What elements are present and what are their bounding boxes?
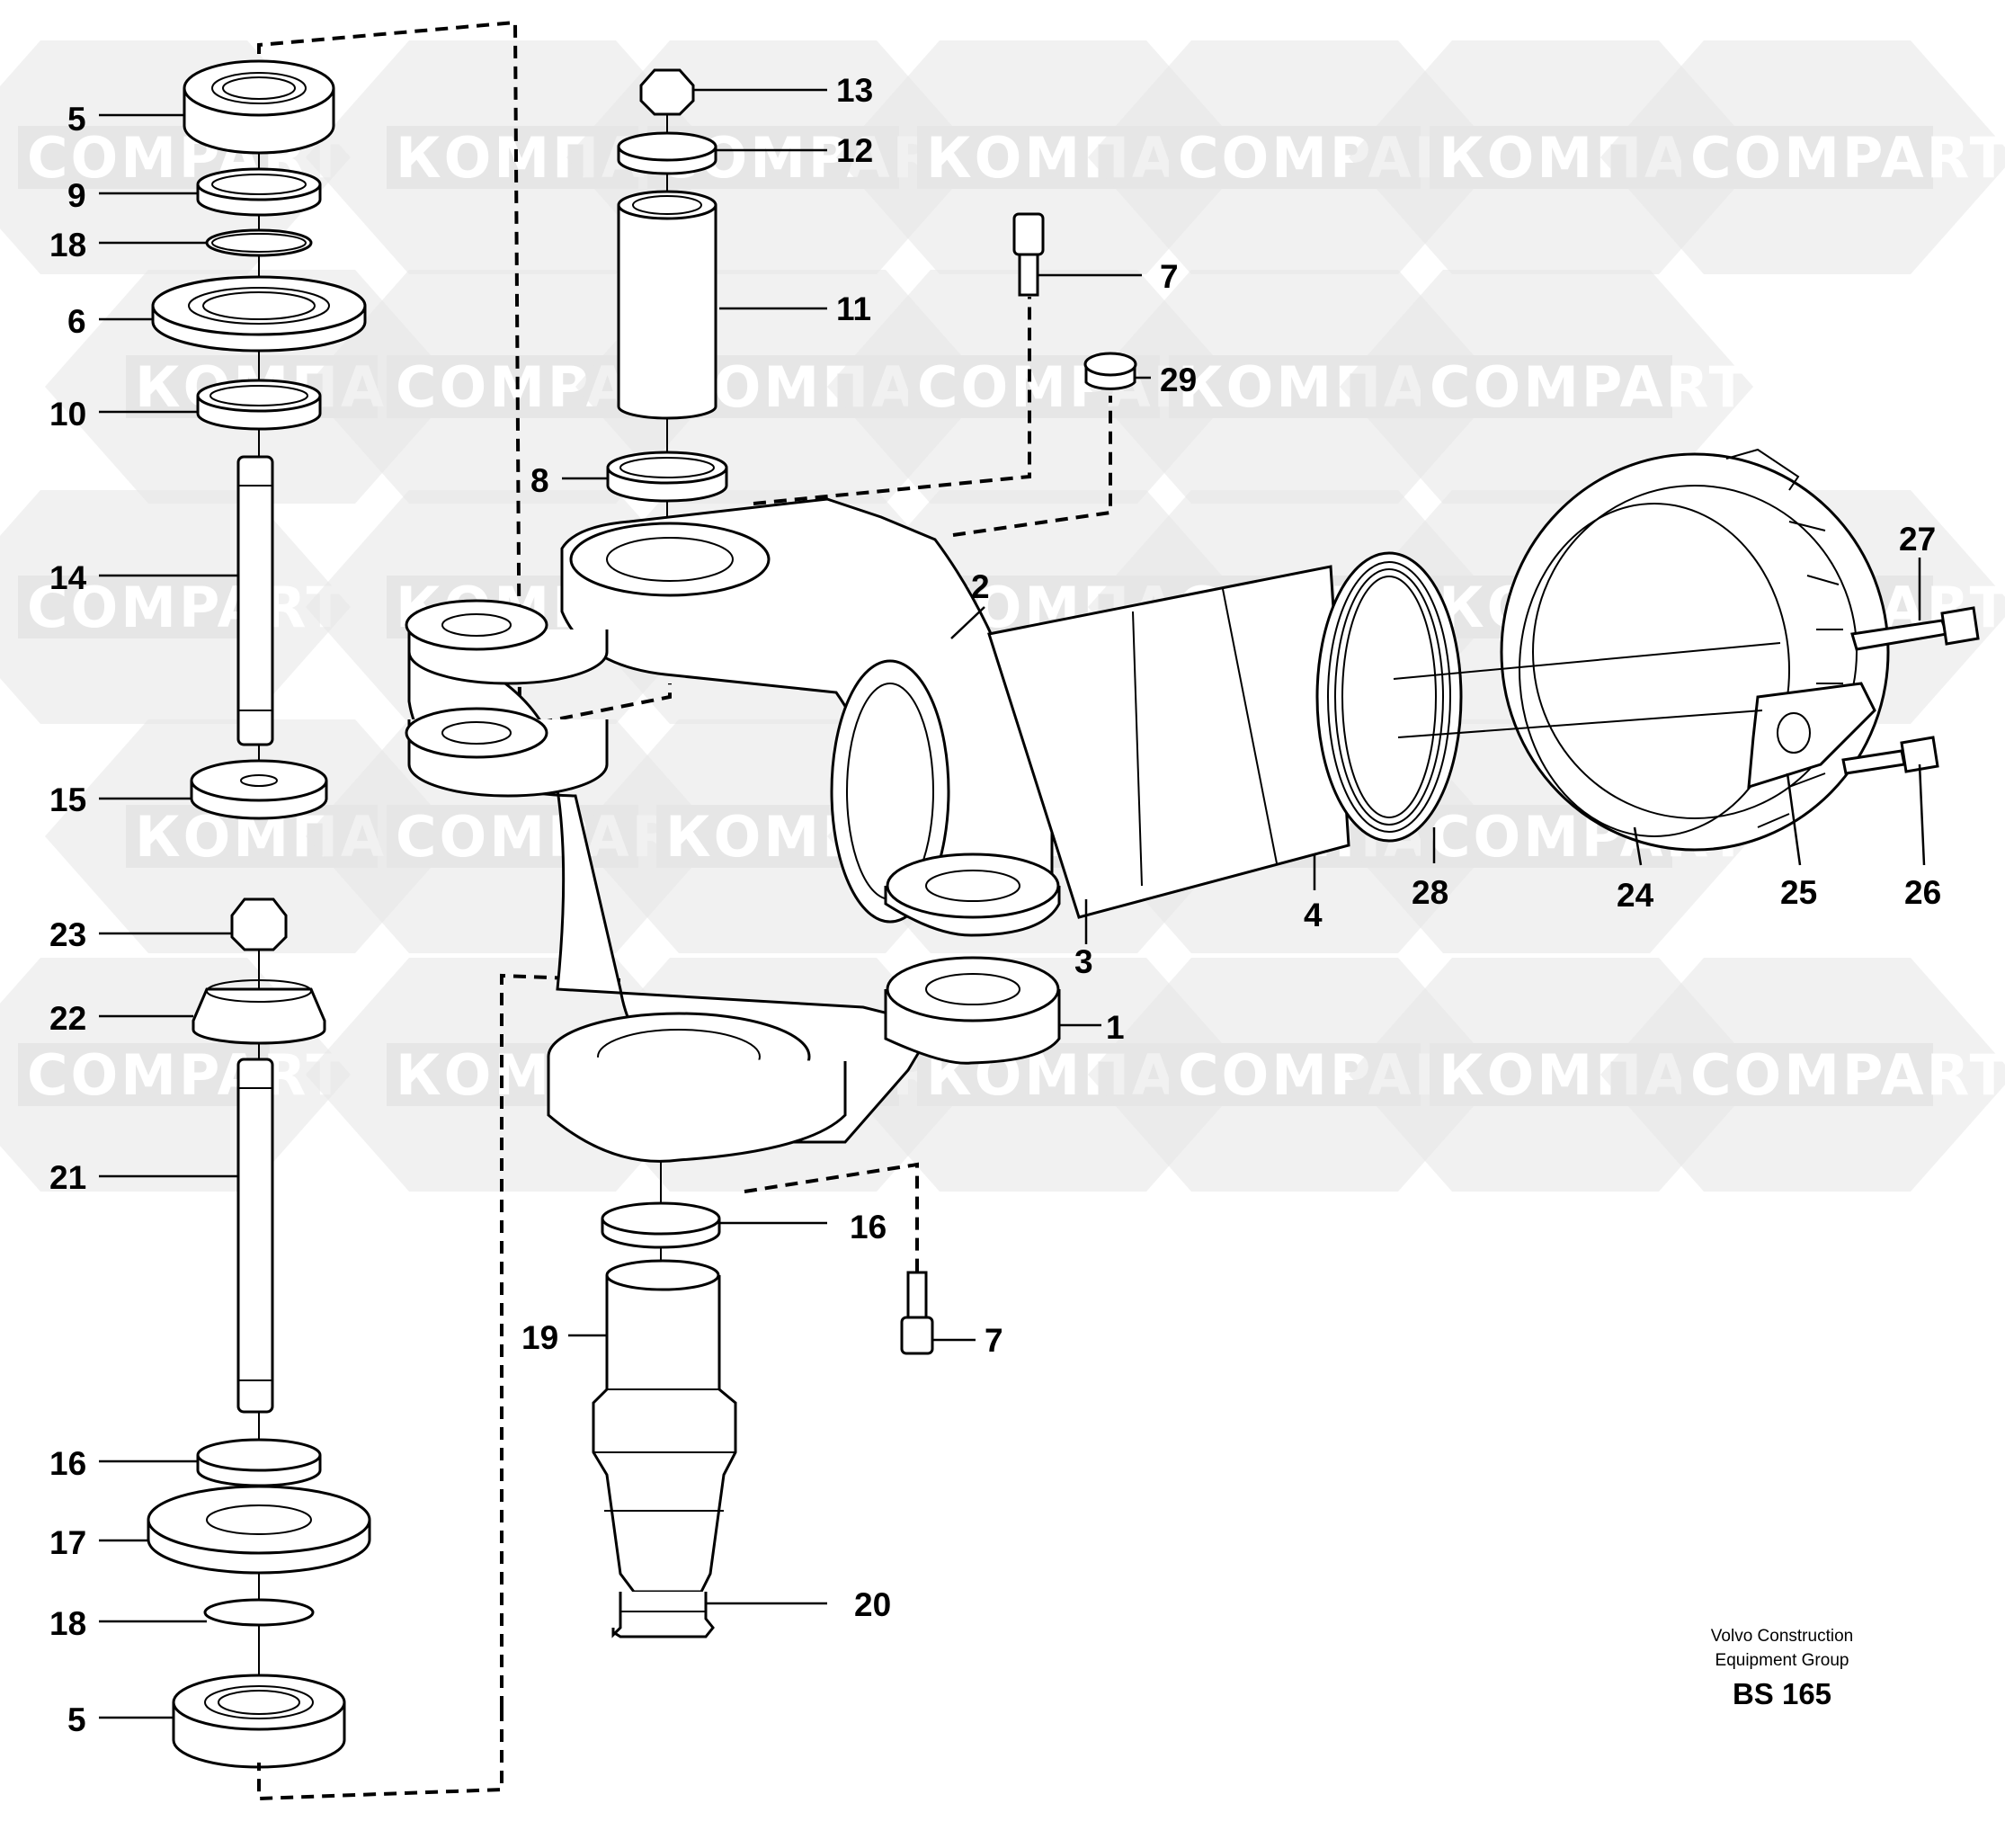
seal-10 [196,379,322,431]
flange-6 [151,275,367,353]
watermark-text: COMPART [1690,1042,2005,1108]
callout-2: 2 [971,568,990,605]
seal-16-left [196,1438,322,1487]
callout-13: 13 [836,72,873,109]
washer-22 [192,979,326,1045]
bearing-5-top [183,59,335,155]
callout-22: 22 [49,1000,86,1037]
callout-3: 3 [1074,943,1093,980]
nut-13 [639,68,695,116]
left-upper-stack [151,59,367,820]
flange-17 [147,1485,371,1575]
credit-line-1: Volvo Construction [1711,1627,1853,1646]
watermark-text: COMPART [27,575,347,640]
steering-knuckle-1 [405,497,1061,1163]
callout-29: 29 [1160,362,1197,398]
callout-8: 8 [530,462,549,499]
bearing-5-bottom [172,1674,346,1769]
o-ring-18-bottom [203,1598,315,1627]
king-pin-19 [592,1259,737,1594]
callout-20: 20 [854,1586,891,1623]
callout-7-top: 7 [1160,258,1179,295]
stud-21 [236,1058,274,1414]
callout-10: 10 [49,396,86,433]
callout-18-top: 18 [49,227,86,263]
center-lower-stack [592,1160,737,1638]
callout-16-center: 16 [850,1209,887,1245]
watermark-text: COMPART [1690,125,2005,191]
callout-11: 11 [836,290,871,327]
callout-24: 24 [1617,877,1654,914]
diagram-code: BS 165 [1733,1677,1831,1710]
callout-17: 17 [49,1524,86,1561]
callout-4: 4 [1304,897,1323,933]
bolt-7-top [1012,212,1045,297]
bolt-27 [1850,606,1980,651]
callout-26: 26 [1904,874,1941,911]
stud-14 [236,455,274,746]
callout-23: 23 [49,916,86,953]
callout-7-bottom: 7 [985,1322,1003,1359]
washer-12 [617,131,717,175]
callout-21: 21 [49,1159,86,1196]
seal-9 [196,167,322,217]
callout-5-bottom: 5 [67,1701,86,1738]
leader-lines [99,88,1926,1719]
watermark-text: COMPART [1430,354,1750,420]
seal-8 [606,451,728,503]
lock-nut-25 [1747,682,1876,790]
bushing-11 [617,190,717,420]
callout-6: 6 [67,303,86,340]
left-lower-stack [147,897,371,1769]
manufacturer-credit: Volvo Construction Equipment Group BS 16… [1711,1627,1853,1710]
callout-19: 19 [521,1319,558,1356]
callout-27: 27 [1899,521,1936,558]
bolt-7-bottom [900,1271,934,1355]
center-upper-stack [606,68,728,585]
callout-28: 28 [1412,874,1448,911]
callout-9: 9 [67,177,86,214]
pin-end-20 [611,1592,715,1638]
callout-14: 14 [49,559,87,596]
nut-23 [230,897,288,951]
credit-line-2: Equipment Group [1715,1651,1849,1670]
seal-16-center [601,1201,721,1249]
watermark-text: COMPART [27,1042,347,1108]
callout-18-bottom: 18 [49,1605,86,1642]
callout-5-top: 5 [67,101,86,138]
callout-1: 1 [1106,1009,1125,1046]
spindle-4 [987,551,1463,919]
bolt-26 [1841,736,1939,775]
callout-25: 25 [1780,874,1817,911]
callout-15: 15 [49,781,86,818]
toothed-ring-24 [1500,448,1890,852]
cap-15 [190,759,328,820]
callout-12: 12 [836,132,873,169]
plug-29 [1083,352,1137,390]
callout-16-left: 16 [49,1445,86,1482]
callout-labels: 5 9 18 6 10 14 15 23 22 21 16 17 18 5 13… [49,72,1941,1738]
